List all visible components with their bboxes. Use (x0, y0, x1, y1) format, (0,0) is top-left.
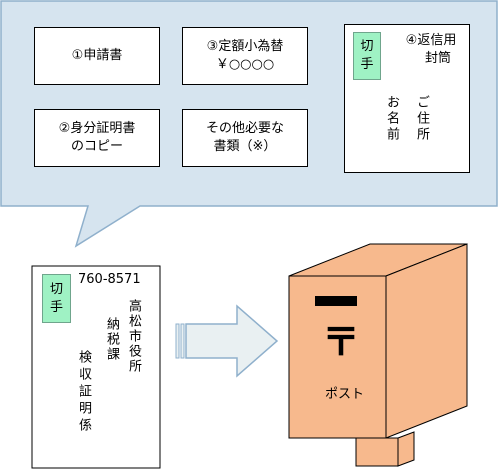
envelope-sender: 検収証明係 (76, 350, 91, 435)
postbox-mark-symbol: 〒 (322, 320, 361, 364)
postbox-label: ポスト (325, 387, 365, 402)
postbox (288, 243, 468, 467)
return-envelope-label-line1: ④返信用 (405, 33, 457, 48)
return-stamp-char1: 切 (360, 39, 374, 54)
postbox-slot (315, 296, 357, 306)
return-stamp-char2: 手 (360, 57, 374, 72)
envelope-stamp: 切 手 (42, 274, 71, 323)
postal-order-label: ③定額小為替 (206, 39, 284, 54)
postal-order-box: ③定額小為替 ￥○○○○ (182, 27, 308, 85)
envelope-recipient-line1: 高松市役所 (126, 299, 141, 374)
return-name-label: お名前 (384, 95, 399, 143)
application-form-box: ①申請書 (34, 27, 160, 85)
envelope-postal-code: 760-8571 (78, 272, 141, 287)
envelope-stamp-char2: 手 (49, 299, 63, 315)
id-copy-box: ②身分証明書 のコピー (34, 109, 160, 167)
return-envelope-label: ④返信用 封筒 (398, 32, 464, 68)
return-envelope-label-line2: 封筒 (424, 51, 451, 66)
return-address-label: ご住所 (414, 95, 429, 143)
other-documents-line1: その他必要な (205, 121, 284, 136)
other-documents-box: その他必要な 書類（※） (182, 109, 308, 167)
envelope-stamp-char1: 切 (49, 281, 63, 297)
id-copy-label-line2: のコピー (70, 139, 123, 154)
id-copy-label-line1: ②身分証明書 (58, 121, 136, 136)
envelope-recipient-line2: 納税課 (104, 317, 119, 362)
return-envelope-stamp: 切 手 (353, 32, 381, 80)
postal-order-amount: ￥○○○○ (215, 57, 275, 72)
arrow-right-icon (175, 304, 279, 378)
application-form-label: ①申請書 (71, 48, 123, 63)
other-documents-line2: 書類（※） (213, 139, 277, 154)
